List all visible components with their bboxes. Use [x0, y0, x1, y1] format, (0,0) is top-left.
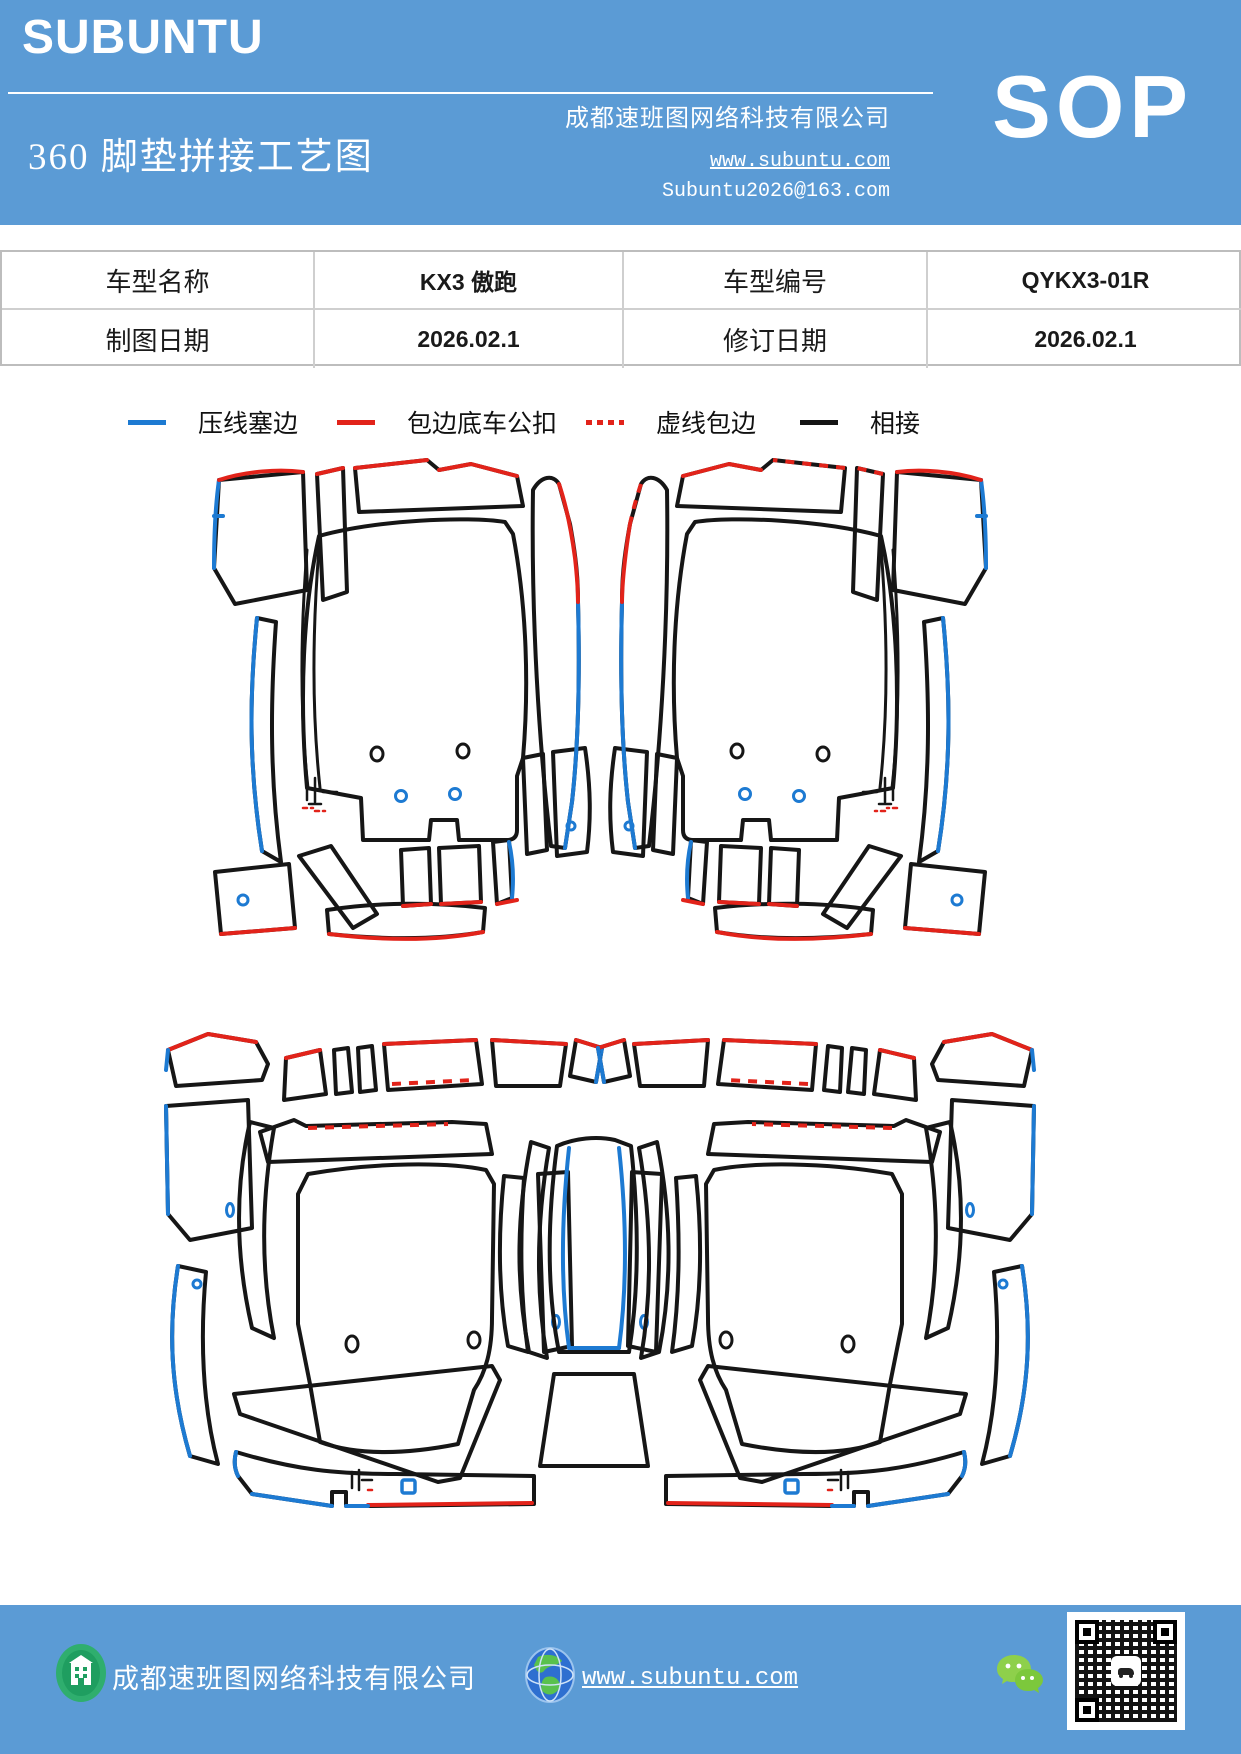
- rear-mat-right-group: [596, 1032, 1036, 1508]
- front-mat-left-group: [212, 458, 592, 942]
- building-icon: [56, 1644, 106, 1702]
- front-mat-right-group: [608, 458, 988, 942]
- table-label-model-name: 车型名称: [2, 252, 315, 310]
- header-divider-line: [8, 92, 933, 94]
- line-type-legend: 压线塞边 包边底车公扣 虚线包边 相接: [0, 404, 1241, 440]
- qr-code: [1067, 1612, 1185, 1730]
- table-value-model-code: QYKX3-01R: [928, 252, 1241, 310]
- header-email: Subuntu2026@163.com: [661, 180, 890, 203]
- globe-icon: [525, 1647, 575, 1703]
- page-title: 360 脚垫拼接工艺图: [28, 137, 374, 178]
- front-left-red-edges: [217, 458, 580, 942]
- front-mats-svg: [212, 458, 988, 942]
- vehicle-info-table: 车型名称 KX3 傲跑 车型编号 QYKX3-01R 制图日期 2026.02.…: [0, 250, 1241, 368]
- legend-item-red-dashed-line: 虚线包边: [586, 404, 756, 440]
- qr-finder-bottomleft: [1075, 1698, 1099, 1722]
- front-right-red-edges: [620, 458, 983, 942]
- red-dashed-swatch: [586, 419, 624, 425]
- qr-finder-topright: [1153, 1620, 1177, 1644]
- center-tunnel-pieces: [517, 1136, 671, 1468]
- legend-item-blue-line: 压线塞边: [128, 404, 298, 440]
- rear-mats-svg: [164, 1032, 1036, 1508]
- legend-item-red-line: 包边底车公扣: [337, 404, 557, 440]
- table-label-model-code: 车型编号: [624, 252, 928, 310]
- legend-item-black-line: 相接: [800, 404, 920, 440]
- header-website-link[interactable]: www.subuntu.com: [709, 150, 890, 173]
- rear-mat-left-group: [164, 1032, 604, 1508]
- wechat-icon: [997, 1655, 1043, 1693]
- header-company-name: 成都速班图网络科技有限公司: [565, 106, 890, 132]
- header-banner: SUBUNTU 360 脚垫拼接工艺图 成都速班图网络科技有限公司 www.su…: [0, 0, 1241, 225]
- red-line-swatch: [337, 419, 375, 425]
- brand-logo-text: SUBUNTU: [22, 11, 264, 64]
- qr-finder-topleft: [1075, 1620, 1099, 1644]
- blue-line-swatch: [128, 419, 166, 425]
- footer-company-name: 成都速班图网络科技有限公司: [112, 1664, 476, 1694]
- table-label-revise-date: 修订日期: [624, 310, 928, 368]
- sop-label: SOP: [992, 57, 1193, 156]
- table-value-revise-date: 2026.02.1: [1034, 325, 1137, 352]
- table-value-model-name: KX3 傲跑: [315, 252, 624, 310]
- front-mats-pattern-diagram: [175, 452, 1025, 942]
- footer-banner: 成都速班图网络科技有限公司 www.subuntu.com: [0, 1605, 1241, 1754]
- table-value-draw-date: 2026.02.1: [315, 310, 624, 368]
- black-line-swatch: [800, 419, 838, 425]
- table-label-draw-date: 制图日期: [2, 310, 315, 368]
- rear-mats-pattern-diagram: [150, 1018, 1050, 1513]
- footer-website-link[interactable]: www.subuntu.com: [582, 1665, 799, 1692]
- qr-center-logo: [1111, 1656, 1141, 1686]
